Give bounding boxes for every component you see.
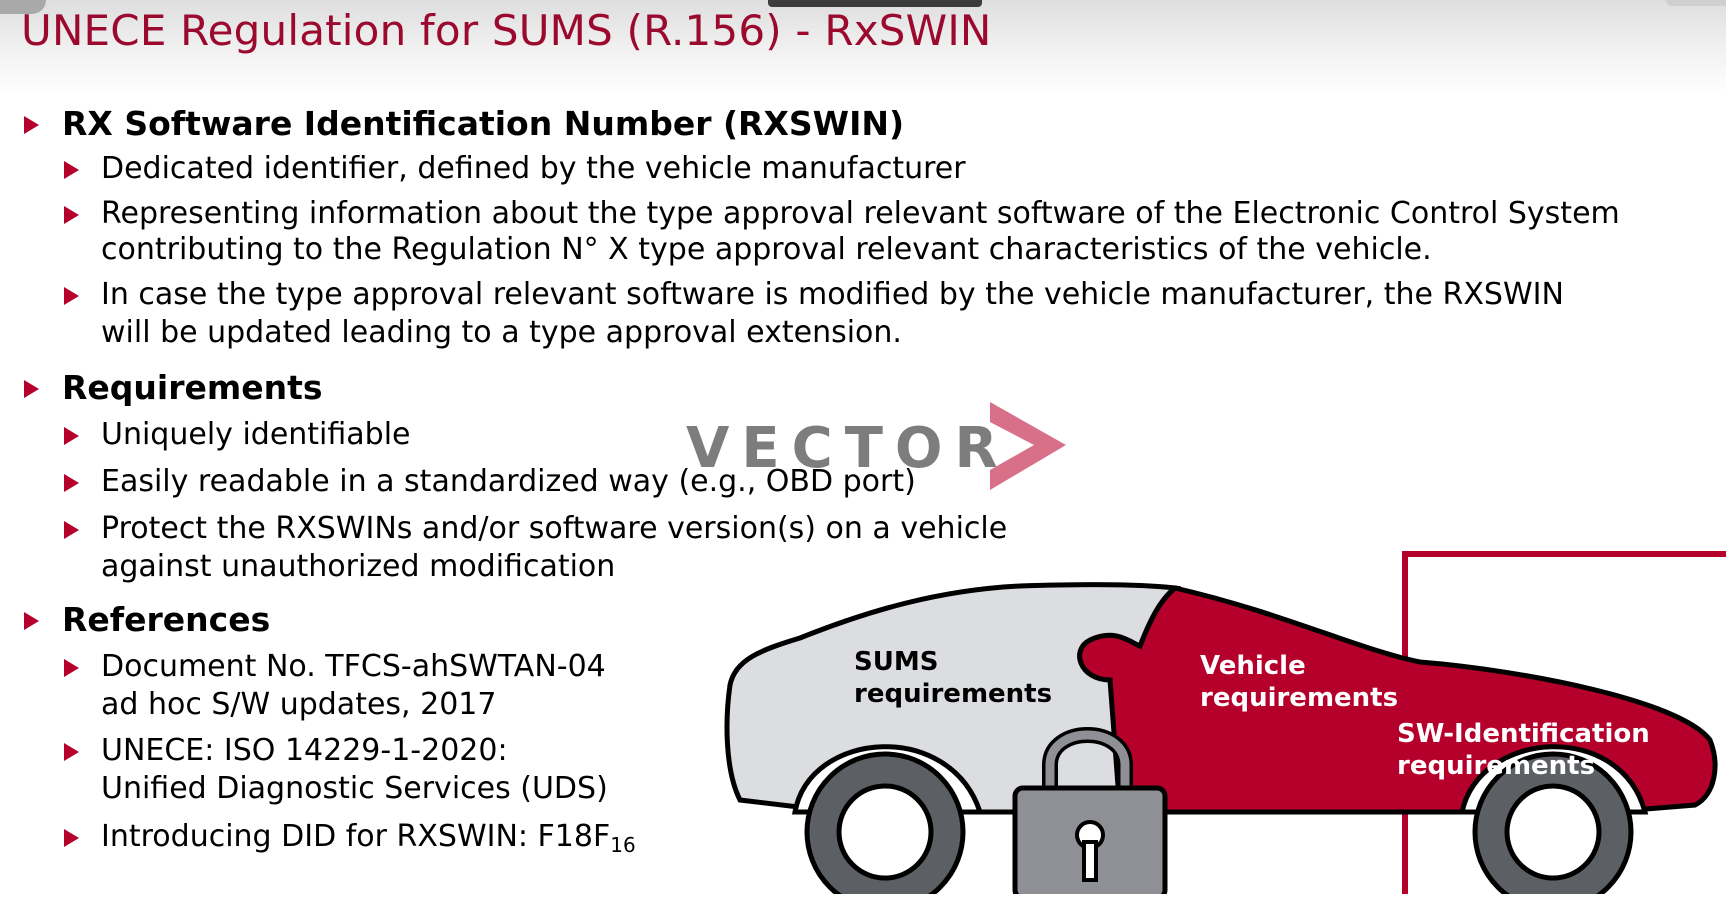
bullet-marker-icon [64, 161, 79, 179]
car-puzzle-graphic [724, 551, 1726, 898]
vector-watermark: VECTOR [686, 400, 1066, 496]
swid-label-line1: SW-Identification [1397, 719, 1650, 749]
list-item: Document No. TFCS-ahSWTAN-04 [101, 649, 606, 684]
requirements-car-illustration: SUMS requirements Vehicle requirements S… [720, 550, 1726, 898]
bullet-marker-icon [64, 206, 79, 224]
list-item-continuation: ad hoc S/W updates, 2017 [101, 687, 497, 722]
list-item: Protect the RXSWINs and/or software vers… [101, 511, 1008, 546]
sums-label-line2: requirements [854, 679, 1053, 709]
slide-header-background [0, 0, 1726, 95]
rear-rim [1504, 783, 1602, 881]
list-item-did: Introducing DID for RXSWIN: F18F16 [101, 818, 636, 864]
section-heading-requirements: Requirements [62, 368, 323, 407]
bullet-marker-icon [24, 380, 39, 398]
top-handle-bar [768, 0, 982, 7]
section-heading-references: References [62, 600, 271, 639]
list-item-continuation: against unauthorized modification [101, 549, 616, 584]
vehicle-requirements-label: Vehicle requirements [1200, 650, 1398, 714]
list-item-continuation: contributing to the Regulation N° X type… [101, 232, 1432, 267]
vector-watermark-text: VECTOR [686, 416, 1010, 481]
list-item: UNECE: ISO 14229-1-2020: [101, 733, 508, 768]
sums-requirements-label: SUMS requirements [854, 646, 1052, 710]
slide-title: UNECE Regulation for SUMS (R.156) - RxSW… [21, 6, 992, 55]
bullet-marker-icon [24, 612, 39, 630]
vehicle-label-line2: requirements [1200, 683, 1399, 713]
list-item: Dedicated identifier, defined by the veh… [101, 151, 966, 186]
swid-label-line2: requirements [1397, 751, 1596, 781]
list-item: Uniquely identifiable [101, 417, 411, 452]
did-subscript: 16 [610, 833, 636, 857]
bullet-marker-icon [64, 829, 79, 847]
bullet-marker-icon [64, 743, 79, 761]
list-item-continuation: Unified Diagnostic Services (UDS) [101, 771, 608, 806]
window-corner-tab-right [1666, 0, 1726, 6]
did-text: Introducing DID for RXSWIN: F18F [101, 819, 611, 854]
bullet-marker-icon [24, 116, 39, 134]
front-rim [836, 783, 934, 881]
list-item: Representing information about the type … [101, 196, 1620, 231]
keyhole-slot [1082, 840, 1098, 882]
bullet-marker-icon [64, 521, 79, 539]
vector-chevron-icon [990, 402, 1066, 490]
sw-identification-label: SW-Identification requirements [1397, 718, 1650, 782]
bullet-marker-icon [64, 287, 79, 305]
lock-shackle-fill [1045, 730, 1130, 795]
list-item-continuation: will be updated leading to a type approv… [101, 315, 902, 350]
window-corner-tab [0, 0, 46, 14]
list-item: Easily readable in a standardized way (e… [101, 464, 916, 499]
section-heading-rxswin: RX Software Identification Number (RXSWI… [62, 104, 905, 143]
list-item: In case the type approval relevant softw… [101, 277, 1564, 312]
bullet-marker-icon [64, 659, 79, 677]
vehicle-label-line1: Vehicle [1200, 651, 1306, 681]
bullet-marker-icon [64, 427, 79, 445]
sums-label-line1: SUMS [854, 647, 939, 677]
bullet-marker-icon [64, 474, 79, 492]
